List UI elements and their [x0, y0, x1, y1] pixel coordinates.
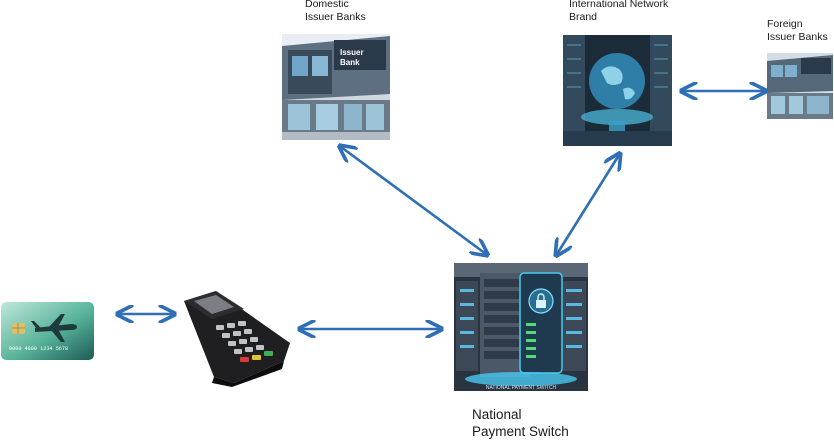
card-chip-icon — [12, 323, 25, 334]
domestic-banks-label: Domestic Issuer Banks — [305, 0, 366, 23]
payment-switch-label: National Payment Switch — [472, 407, 569, 439]
domestic-banks-image: Issuer Bank — [282, 34, 390, 140]
svg-text:Bank: Bank — [340, 58, 360, 67]
payment-switch-image: NATIONAL PAYMENT SWITCH — [454, 263, 588, 391]
foreign-banks-image — [767, 53, 833, 119]
svg-text:Issuer: Issuer — [340, 48, 364, 57]
network-brand-label: International Network Brand — [569, 0, 669, 23]
pos-terminal-image — [172, 287, 297, 387]
card-number: 0000 4000 1234 5678 — [9, 346, 68, 352]
arrow-domestic-switch — [341, 147, 486, 254]
credit-card-image: 0000 4000 1234 5678 — [1, 302, 94, 360]
airplane-icon — [31, 314, 77, 342]
foreign-banks-label: Foreign Issuer Banks — [767, 18, 828, 43]
network-brand-image — [563, 35, 672, 146]
arrow-network-switch — [557, 155, 619, 254]
payment-switch-caption: NATIONAL PAYMENT SWITCH — [486, 385, 557, 391]
